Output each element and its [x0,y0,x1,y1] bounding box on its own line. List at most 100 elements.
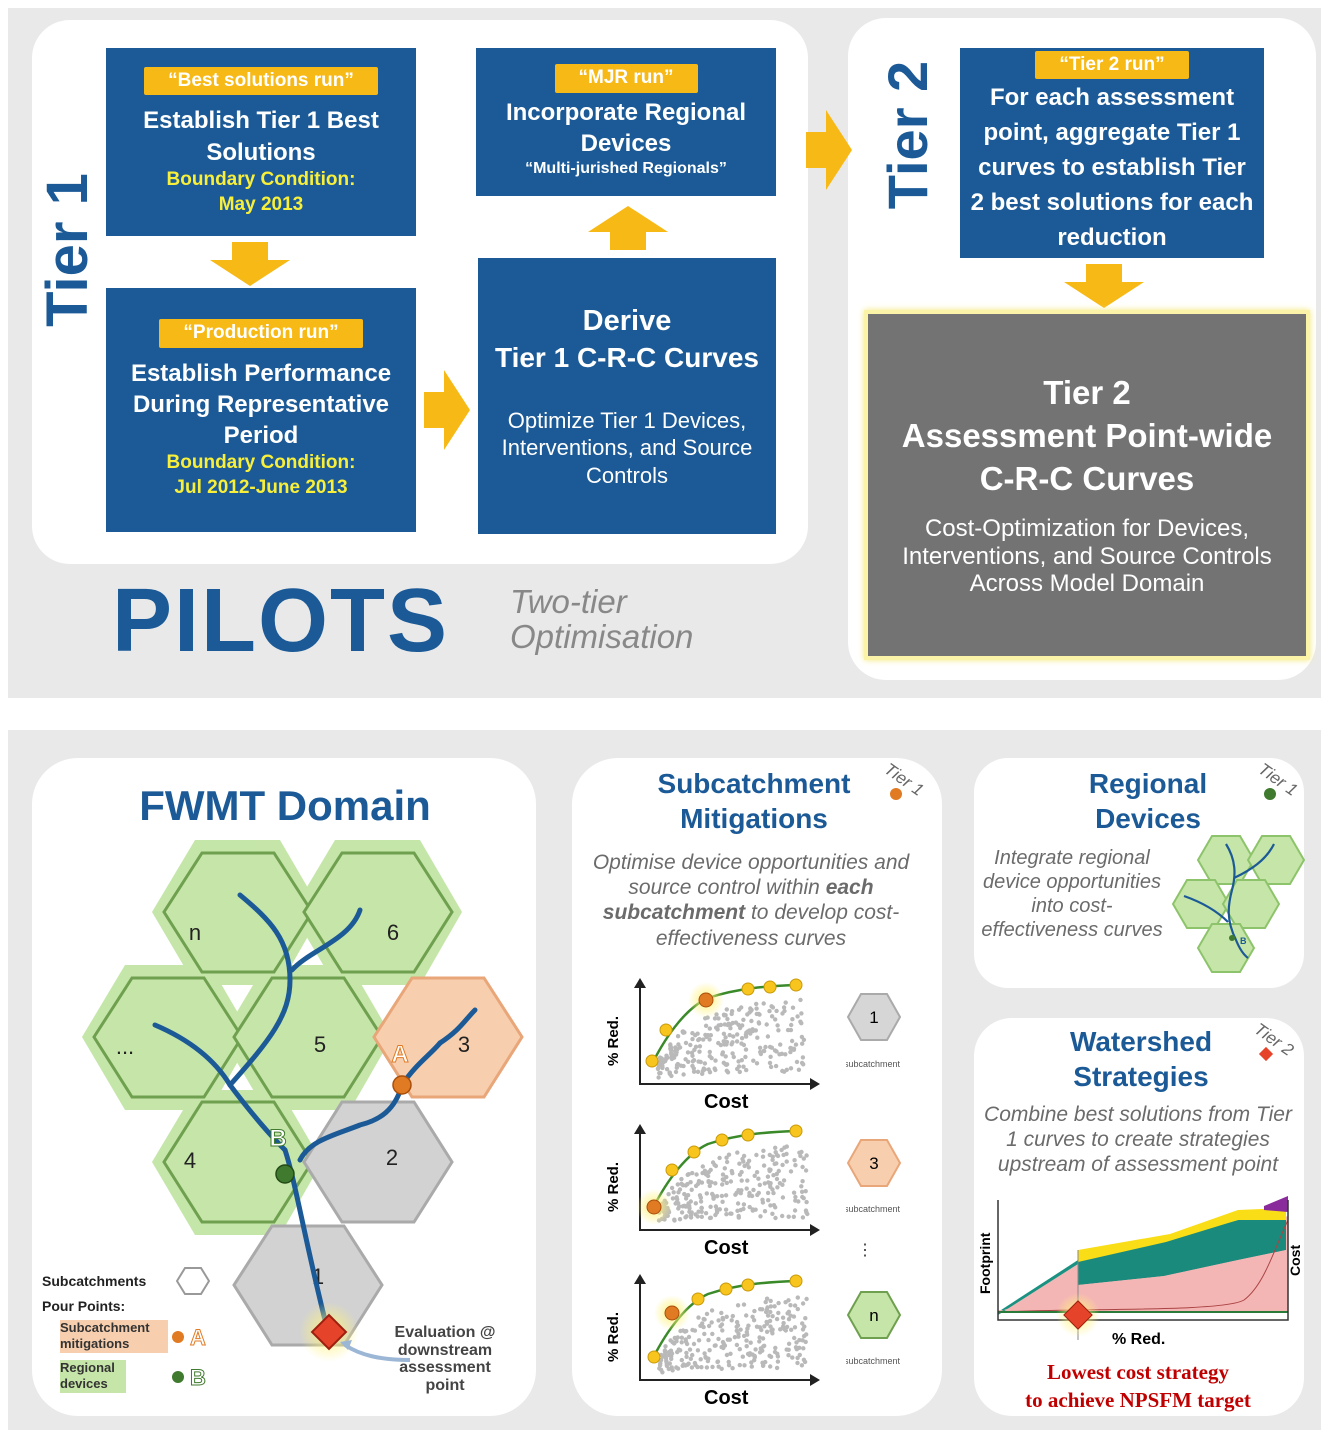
scatter-dot [695,1364,700,1370]
scatter-dot [803,1316,808,1321]
scatter-dot [767,1182,773,1187]
scatter-dot [678,1328,683,1334]
scatter-dot [721,1177,726,1183]
scatter-dot [725,1016,730,1022]
scatter-dot [758,1214,763,1219]
scatter-dot [767,1044,773,1050]
scatter-dot [785,1027,791,1033]
scatter-dot [768,1064,774,1070]
scatter-dot [797,1337,802,1343]
scatter-dot [795,1295,800,1300]
mini-hex-1-caption: subcatchment [846,1059,901,1069]
scatter-dot [735,1032,740,1037]
subcatchment-desc-pre: Optimise device opportunities and source… [592,851,910,900]
scatter-dot [748,1006,753,1011]
scatter-dot [720,1315,725,1321]
scatter-dot [685,1203,690,1208]
scatter-dot [681,1072,686,1077]
scatter-dot [788,1045,793,1051]
scatter-dot [696,1315,701,1320]
scatter-dot [718,1324,723,1329]
hex-label-5: 5 [314,1032,326,1057]
watershed-desc: Combine best solutions from Tier 1 curve… [984,1103,1292,1177]
scatter-dot [780,1162,785,1168]
scatter-dot [795,1360,800,1366]
scatter-dot [669,1056,675,1062]
scatter-dot [715,1359,720,1365]
scatter-dot [776,1028,781,1033]
scatter-dot [780,1011,785,1016]
scatter-dot [709,1308,715,1313]
regional-hex-diagram: B [1171,835,1306,973]
scatter-dot [767,1152,772,1158]
scatter-dot [767,1008,772,1014]
tier2-box-line3: C-R-C Curves [979,460,1195,498]
scatter-dot [730,1040,735,1045]
scatter-dot [728,1026,733,1031]
scatter-dot [710,1364,715,1370]
scatter-dot [786,1309,792,1314]
scatter-dot [675,1046,680,1052]
arrow-up-1 [588,206,668,250]
scatter-dot [762,1324,767,1329]
scatter-dot [772,1349,778,1355]
scatter-dot [693,1201,698,1206]
scatter-dot [789,1327,794,1332]
scatter-dot [660,1064,665,1070]
scatter-dot [721,1031,727,1036]
scatter-dot [803,1168,809,1173]
scatter-dot [763,1044,768,1050]
scatter-dot [696,1059,701,1064]
scatter-dot [711,1195,716,1201]
mini-chart-1: % Red. Cost [605,978,820,1112]
scatter-dot [724,1352,730,1358]
scatter-dot [802,1359,808,1365]
hex-n [162,851,314,974]
scatter-dot [684,1214,689,1219]
scatter-dot [697,1049,702,1054]
scatter-dot [723,1193,729,1198]
pilots-title: PILOTS [112,571,450,671]
scatter-dot [778,1327,783,1332]
scatter-dot [737,1347,742,1352]
scatter-dot [758,1307,763,1312]
scatter-dot [699,1209,704,1214]
scatter-dot [669,1073,674,1079]
mini-hex-3: 3 subcatchment [846,1139,902,1214]
scatter-dot [798,1019,803,1024]
scatter-dot [671,1341,677,1346]
scatter-dot [793,1194,798,1200]
scatter-dot [738,1327,743,1332]
production-bc-value: Jul 2012-June 2013 [174,477,348,499]
scatter-dot [699,1205,704,1211]
scatter-dot [683,1040,689,1046]
scatter-dot [713,1181,718,1186]
scatter-dot [702,1331,707,1337]
scatter-dot [679,1340,684,1345]
hex-label-3: 3 [458,1032,470,1057]
scatter-dot [697,1193,703,1198]
scatter-dot [755,1192,760,1198]
scatter-dot [707,1026,712,1031]
scatter-dot [740,1023,745,1028]
scatter-dot [707,1049,712,1055]
scatter-dot [800,1321,805,1326]
scatter-dot [716,1318,721,1323]
scatter-dot [768,1324,773,1329]
scatter-dot [697,1044,703,1049]
scatter-dot [740,1354,745,1359]
arrow-right-1 [424,370,470,450]
scatter-dot [768,1203,773,1208]
scatter-dot [737,1161,742,1166]
scatter-dot [796,1067,802,1072]
scatter-dot [788,1049,793,1055]
scatter-cloud [656,1144,810,1223]
scatter-dot [765,1034,771,1039]
scatter-dot [709,1320,714,1325]
scatter-dot [768,1364,773,1369]
scatter-dot [752,1173,757,1178]
scatter-dot [757,1182,762,1188]
scatter-dot [735,1066,740,1072]
scatter-dot [675,1182,680,1187]
scatter-dot [687,1347,693,1352]
